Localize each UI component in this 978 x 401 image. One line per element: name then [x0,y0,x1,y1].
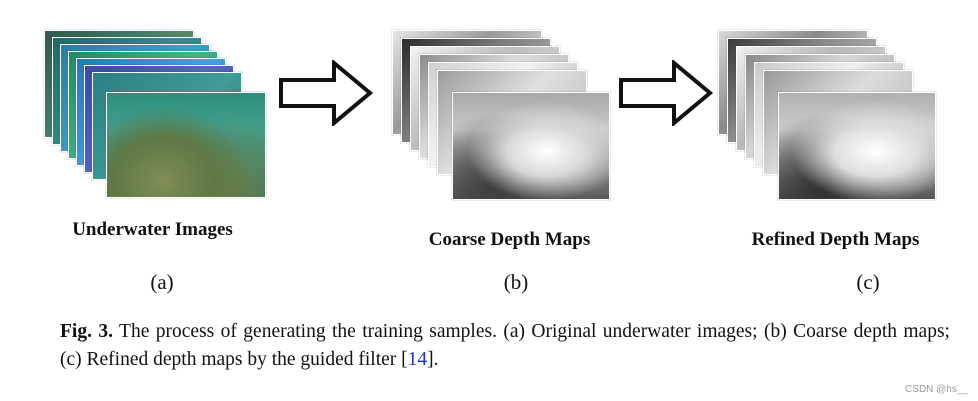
watermark: CSDN @hs__ [905,384,968,395]
right-arrow-icon [619,60,714,126]
panel-b-label: Coarse Depth Maps [428,229,591,250]
panel-b-sublabel: (b) [503,270,529,294]
underwater-image-front [106,92,266,198]
panel-a-label: Underwater Images [72,219,233,240]
figure-number: Fig. 3. [60,321,113,342]
refined-depth-map-front [778,92,936,200]
panel-a-sublabel: (a) [150,270,174,294]
citation-link[interactable]: 14 [407,349,428,370]
panel-c-label: Refined Depth Maps [751,229,920,250]
panel-c-sublabel: (c) [856,270,880,294]
caption-text: The process of generating the training s… [60,321,950,370]
coarse-depth-map-front [452,92,610,200]
caption-text-end: ]. [427,349,439,370]
figure-caption: Fig. 3. The process of generating the tr… [60,318,950,374]
right-arrow-icon [279,60,374,126]
